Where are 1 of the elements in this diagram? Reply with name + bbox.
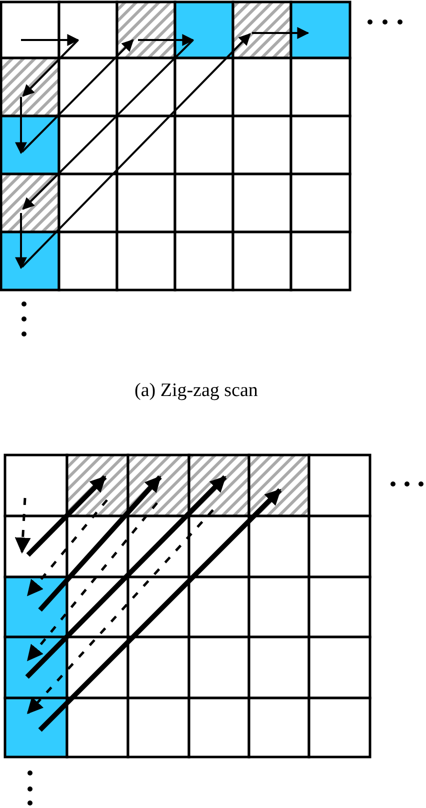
caption-text: (a) Zig-zag scan [134,380,258,402]
